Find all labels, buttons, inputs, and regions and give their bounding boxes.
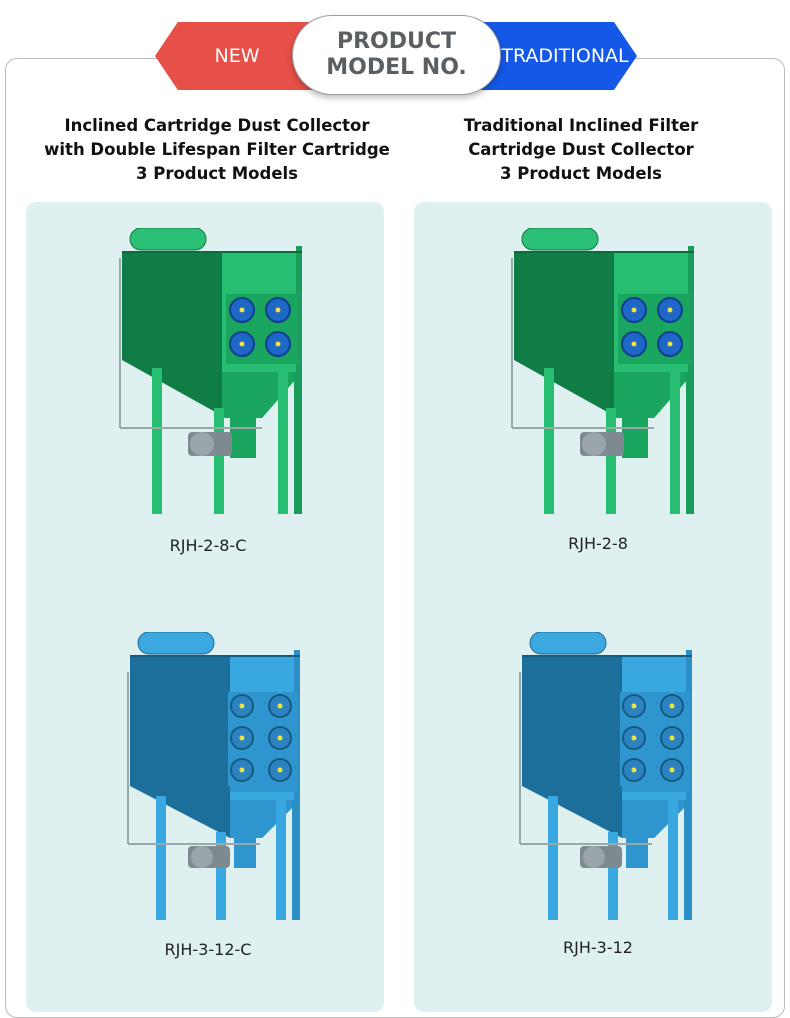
traditional-label: TRADITIONAL (501, 45, 629, 67)
collector-image-rjh-2-8 (511, 228, 695, 515)
collector-image-rjh-3-12-c (127, 632, 301, 921)
right-column-title: Traditional Inclined Filter Cartridge Du… (463, 116, 699, 183)
model-label-rjh-3-12: RJH-3-12 (563, 938, 633, 957)
model-label-rjh-3-12-c: RJH-3-12-C (164, 940, 252, 959)
left-column-title: Inclined Cartridge Dust Collector with D… (44, 116, 390, 183)
collector-image-rjh-3-12 (519, 632, 693, 921)
title-line-1: PRODUCT (336, 29, 457, 54)
model-label-rjh-2-8: RJH-2-8 (568, 534, 628, 553)
product-model-title: PRODUCT MODEL NO. (292, 15, 501, 95)
title-line-2: MODEL NO. (326, 55, 467, 80)
collector-image-rjh-2-8-c (119, 228, 303, 515)
model-label-rjh-2-8-c: RJH-2-8-C (169, 536, 247, 555)
new-label: NEW (214, 45, 260, 67)
